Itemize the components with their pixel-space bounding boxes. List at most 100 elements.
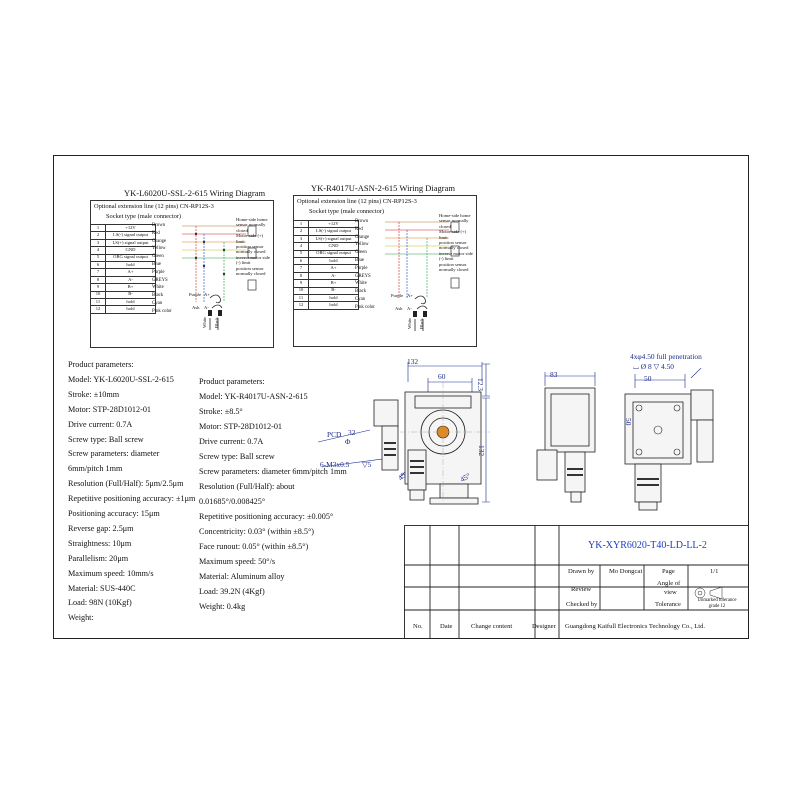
wire-color: Pink color bbox=[152, 308, 172, 314]
sensor-label: limit bbox=[439, 234, 448, 240]
param-line: Resolution (Full/Half): 5μm/2.5μm bbox=[68, 479, 184, 489]
param-line: Straightness: 10μm bbox=[68, 538, 132, 548]
dim-60: 60 bbox=[438, 372, 446, 381]
pin-number: 12 bbox=[293, 301, 309, 310]
param-line: Screw parameters: diameter 6mm/pitch 1mm bbox=[199, 467, 347, 476]
tolerance-note-1: Unmarked tolerance bbox=[697, 598, 737, 603]
dim-12-3: 12.3 bbox=[476, 378, 485, 391]
param-line: Screw parameters: diameter bbox=[68, 449, 160, 459]
param-line: Concentricity: 0.03° (within ±8.5°) bbox=[199, 527, 314, 536]
page-value: 1/1 bbox=[710, 568, 719, 575]
param-line: Weight: 0.4kg bbox=[199, 602, 246, 611]
sensor-label: limit bbox=[236, 238, 245, 244]
dim-50-side: 50 bbox=[624, 418, 633, 426]
param-line: Load: 98N (10Kgf) bbox=[68, 598, 132, 608]
product-params-left: Product parameters:Model: YK-L6020U-SSL-… bbox=[68, 360, 203, 623]
param-line: Drive current: 0.7A bbox=[199, 437, 264, 446]
param-line: Parallelism: 20μm bbox=[68, 553, 129, 563]
checked-by-label: Checked by bbox=[566, 601, 598, 608]
sensor-label: Home-side home bbox=[439, 213, 471, 218]
wire-color: Pink color bbox=[355, 304, 375, 310]
drawing-frame bbox=[53, 155, 749, 639]
dim-50-top: 50 bbox=[644, 374, 652, 383]
param-line: Motor: STP-28D1012-01 bbox=[199, 422, 283, 431]
wiring-lines-left bbox=[182, 225, 257, 302]
wiring-lines-right bbox=[385, 221, 460, 298]
sensor-label: closed bbox=[236, 227, 248, 233]
pin-number: 8 bbox=[293, 271, 309, 281]
tolerance-label: Tolerance bbox=[655, 601, 681, 608]
wire-color: GREYS bbox=[355, 273, 371, 279]
review-label: Review bbox=[571, 586, 592, 593]
param-line: Model: YK-R4017U-ASN-2-615 bbox=[199, 392, 308, 401]
hole-depth: ⌴ Ø 8 ▽ 4.50 bbox=[633, 362, 674, 371]
sensor-label: Motor-side (+) bbox=[439, 229, 467, 235]
motor-label-aplus-right: A+ bbox=[407, 293, 413, 298]
param-line: Repetitive positioning accuracy: ±0.005° bbox=[199, 512, 334, 521]
pin-number: 2 bbox=[90, 231, 106, 240]
param-line: Maximum speed: 10mm/s bbox=[68, 568, 154, 578]
pin-number: 3 bbox=[293, 234, 309, 244]
param-line: Drive current: 0.7A bbox=[68, 419, 133, 429]
motor-label-aminus-left: A- bbox=[204, 305, 209, 310]
pin-number: 9 bbox=[90, 283, 106, 292]
pin-number: 10 bbox=[293, 286, 309, 295]
pin-number: 11 bbox=[293, 293, 309, 303]
pin-number: 4 bbox=[293, 242, 309, 251]
col-designer: Designer bbox=[532, 623, 556, 630]
pin-number: 11 bbox=[90, 297, 106, 307]
param-line: Material: Aluminum alloy bbox=[199, 572, 285, 581]
drawing-number: YK-XYR6020-T40-LD-LL-2 bbox=[588, 540, 707, 551]
pin-number: 7 bbox=[293, 264, 309, 273]
wire-color: Yellow bbox=[152, 246, 166, 252]
wiring-diagram-right: YK-R4017U-ASN-2-615 Wiring Diagram Optio… bbox=[287, 183, 477, 347]
motor-symbol-right bbox=[413, 295, 428, 331]
param-line: Resolution (Full/Half): about bbox=[199, 482, 295, 491]
side-view-drawing bbox=[536, 368, 714, 511]
col-change: Change content bbox=[471, 623, 513, 630]
wire-color: Orange bbox=[152, 238, 167, 244]
angle-label-1: Angle of bbox=[657, 580, 681, 587]
sensor-label: position sensor bbox=[236, 265, 264, 271]
wiring-diagram-left: YK-L6020U-SSL-2-615 Wiring Diagram Optio… bbox=[84, 188, 274, 348]
param-line: Weight: bbox=[68, 613, 94, 623]
param-line: Repetitive positioning accuracy: ±1μm bbox=[68, 494, 196, 504]
motor-label-black-left: Black bbox=[214, 317, 219, 328]
param-line: Model: YK-L6020U-SSL-2-615 bbox=[68, 374, 174, 384]
dim-pcd: PCD bbox=[327, 430, 342, 439]
wire-color: GREYS bbox=[152, 277, 168, 283]
wire-color: White bbox=[152, 285, 164, 291]
param-line: Load: 39.2N (4Kgf) bbox=[199, 587, 265, 596]
param-line: 6mm/pitch 1mm bbox=[68, 464, 123, 474]
sensor-label: normally closed bbox=[439, 267, 469, 273]
pin-number: 4 bbox=[90, 246, 106, 255]
wiring-title-right: YK-R4017U-ASN-2-615 Wiring Diagram bbox=[311, 183, 455, 193]
pin-number: 2 bbox=[293, 227, 309, 236]
param-line: Motor: STP-28D1012-01 bbox=[68, 404, 152, 414]
hole-note: 4xφ4.50 full penetration bbox=[630, 352, 702, 361]
dim-83: 83 bbox=[550, 370, 558, 379]
motor-label-white-right: White bbox=[407, 317, 412, 329]
page-label: Page bbox=[662, 568, 675, 575]
pin-signal: hold bbox=[308, 301, 359, 310]
wire-color: Green bbox=[355, 250, 367, 256]
pin-number: 12 bbox=[90, 305, 106, 314]
motor-label-ash-left: Ash bbox=[192, 305, 200, 310]
pin-number: 3 bbox=[90, 238, 106, 248]
wire-color: Cyan bbox=[355, 296, 366, 302]
company-name: Guangdong Kaifull Electronics Technology… bbox=[565, 623, 706, 630]
sensor-label: Home-side home bbox=[236, 217, 268, 222]
pin-number: 7 bbox=[90, 268, 106, 277]
wire-color: Brown bbox=[355, 219, 369, 224]
param-line: Material: SUS-440C bbox=[68, 583, 136, 593]
sensor-label: normally closed bbox=[236, 271, 266, 277]
sensor-label: normally closed bbox=[236, 249, 266, 255]
wire-color: White bbox=[355, 281, 367, 287]
sensor-label: sensor normally bbox=[236, 222, 266, 228]
dim-132-side: 132 bbox=[477, 445, 486, 457]
